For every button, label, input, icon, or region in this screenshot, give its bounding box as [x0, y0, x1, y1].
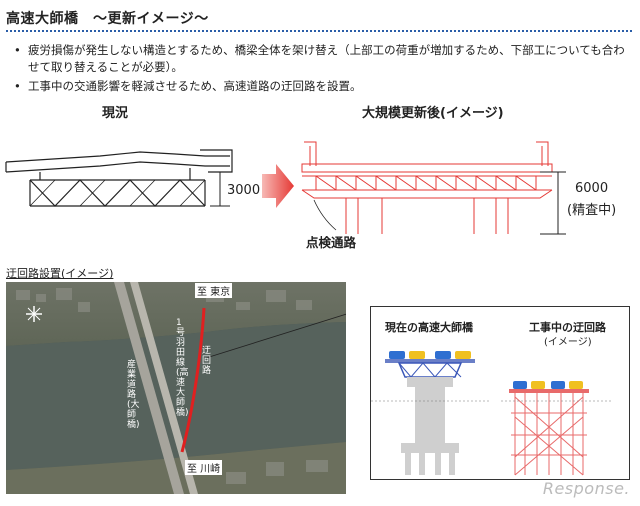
bullet-1-text: 疲労損傷が発生しない構造とするため、橋梁全体を架け替え（上部工の荷重が増加するた…: [28, 43, 625, 74]
compass-icon: [24, 302, 36, 324]
inset-right-label: 工事中の迂回路: [529, 321, 606, 334]
title-underline: [6, 30, 632, 32]
bullet-2-text: 工事中の交通影響を軽減させるため、高速道路の迂回路を設置。: [28, 79, 362, 93]
bullet-dot-icon: •: [14, 43, 21, 57]
current-label: 現況: [102, 106, 129, 121]
to-tokyo-label: 至 東京: [195, 283, 233, 298]
future-height-note: (精査中): [567, 203, 617, 218]
bullet-1: • 疲労損傷が発生しない構造とするため、橋梁全体を架け替え（上部工の荷重が増加す…: [14, 42, 626, 76]
sangyo-road-label: 産業道路(大師橋): [127, 360, 140, 430]
inset-bridge-sections: [371, 351, 611, 476]
watermark-logo: Response.: [542, 479, 630, 498]
future-bridge-diagram: [301, 141, 566, 235]
inspection-walkway-label: 点検通路: [306, 235, 357, 250]
route-1-label: 1号羽田線(高速大師橋): [176, 318, 189, 418]
future-label: 大規模更新後(イメージ): [362, 106, 504, 121]
inset-left-label: 現在の高速大師橋: [385, 321, 473, 334]
detour-map-label: 迂回路: [202, 346, 212, 376]
current-height-value: 3000: [227, 183, 261, 198]
bullet-dot-icon: •: [14, 79, 21, 93]
inset-right-sublabel: (イメージ): [544, 337, 592, 348]
aerial-map: [6, 282, 346, 494]
arrow-right-icon: [262, 164, 294, 208]
current-bridge-diagram: [5, 149, 233, 207]
map-title: 迂回路設置(イメージ): [6, 267, 114, 280]
bridge-comparison-inset: 現在の高速大師橋 工事中の迂回路 (イメージ): [370, 306, 630, 480]
page-title: 高速大師橋 ～更新イメージ～: [6, 11, 209, 27]
to-kawasaki-label: 至 川崎: [185, 460, 223, 475]
future-height-value: 6000: [575, 181, 609, 196]
